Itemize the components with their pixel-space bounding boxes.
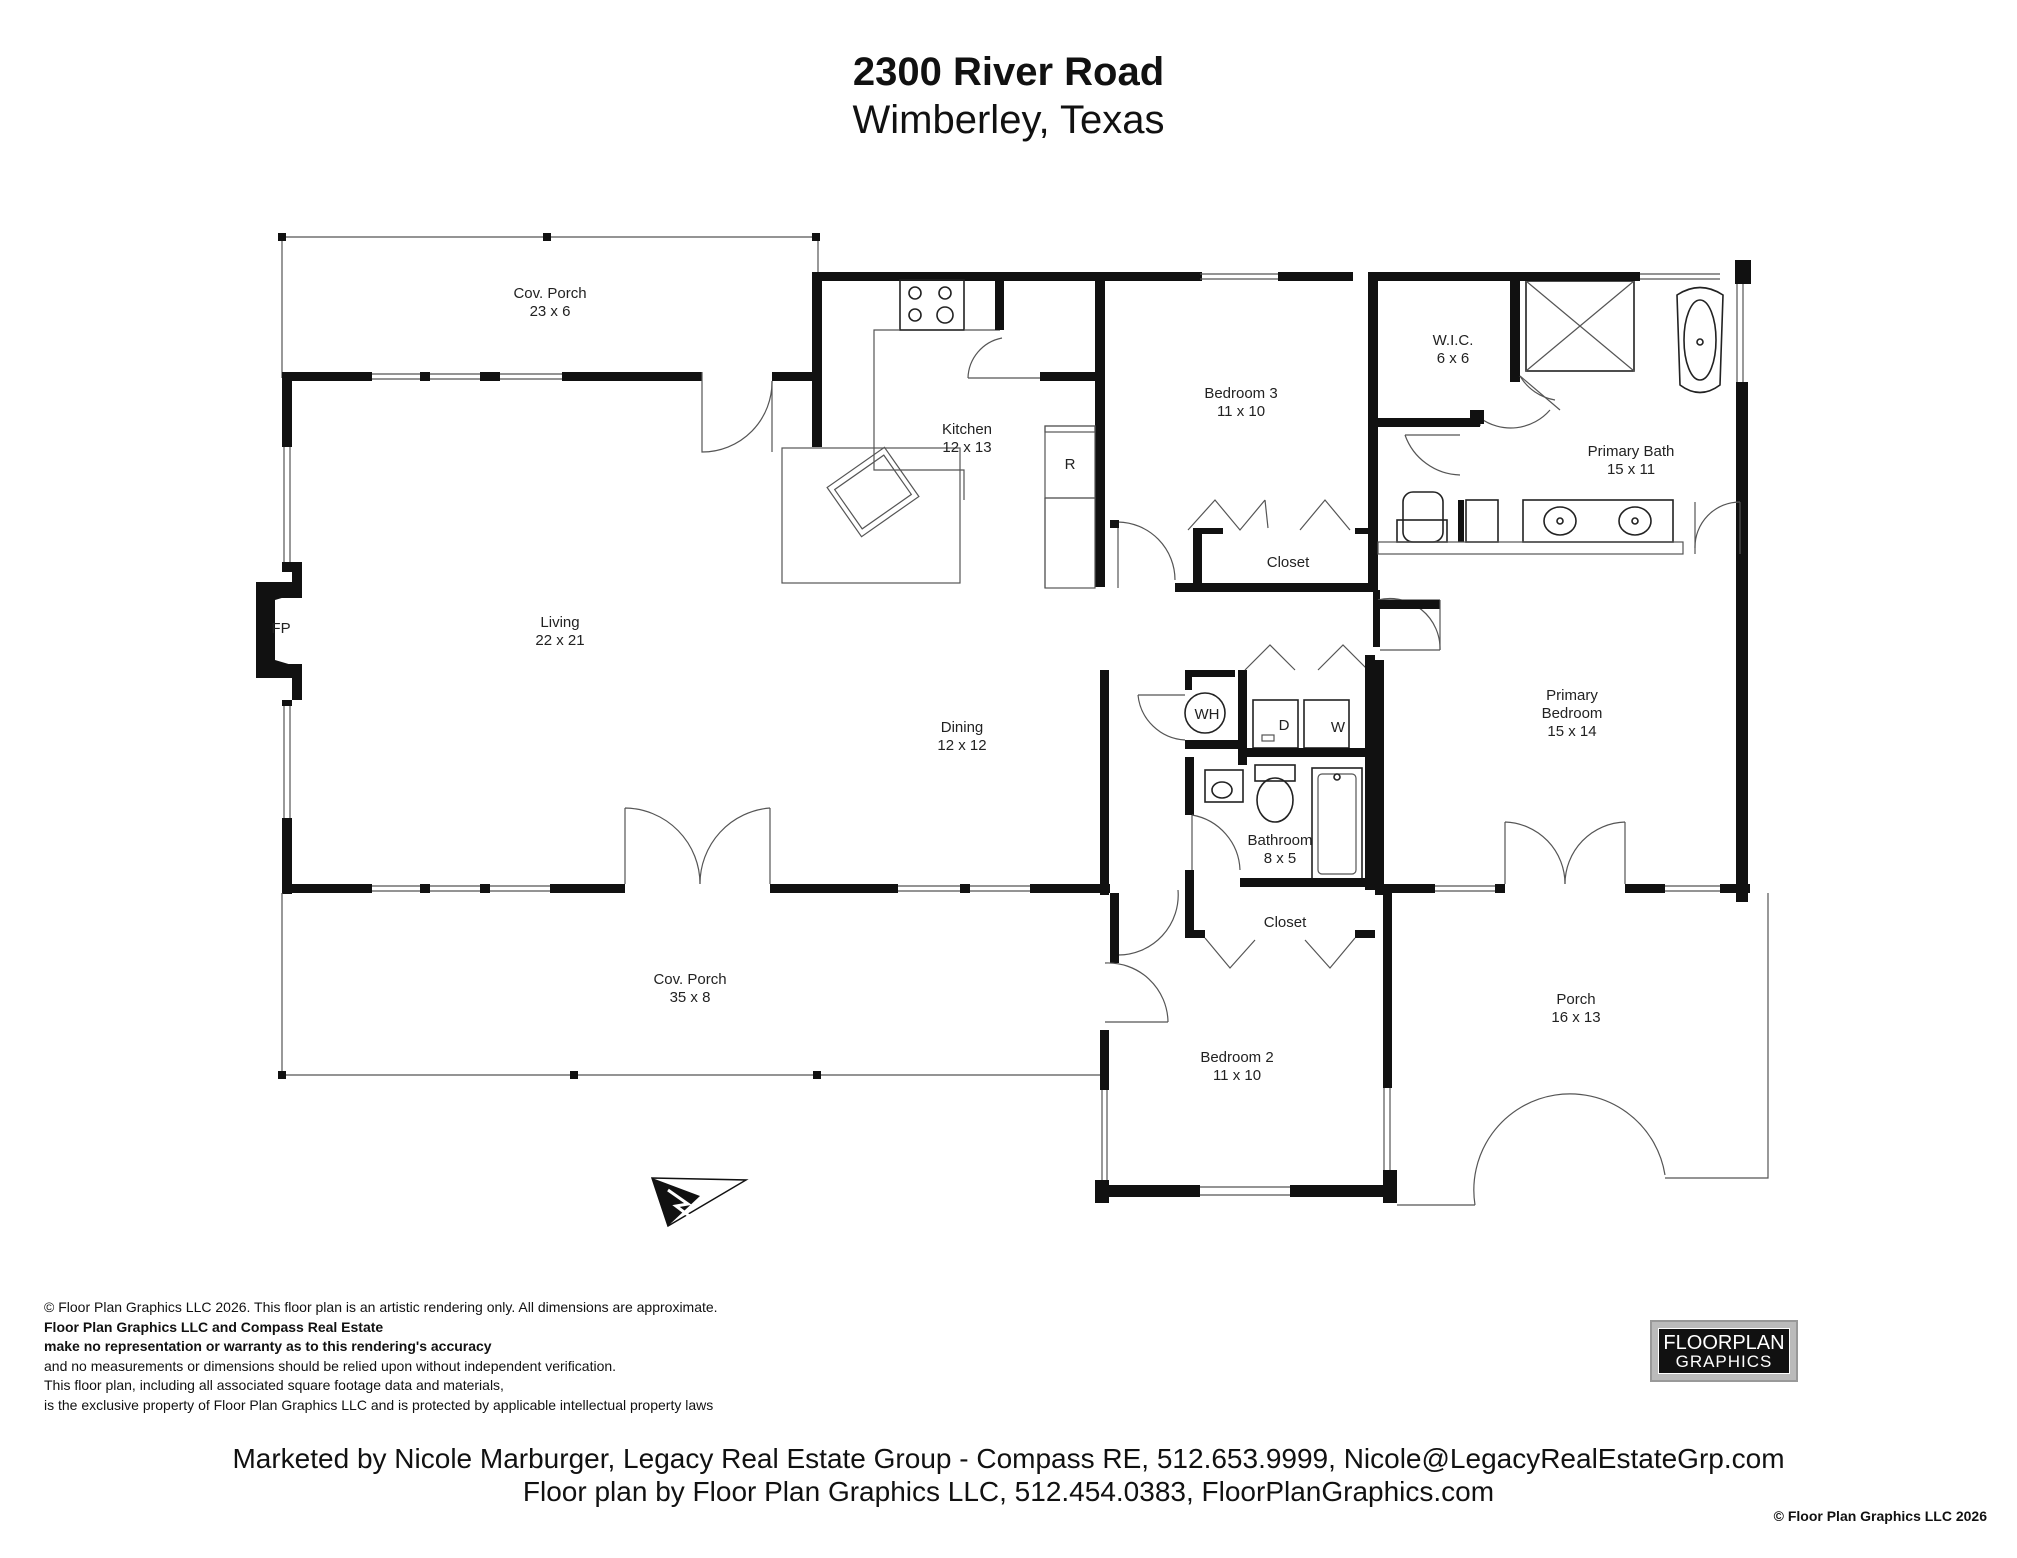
compass-north-arrow-icon [650,1177,749,1228]
fireplace-label: FP [271,620,290,637]
room-label: Cov. Porch [653,971,726,988]
room-size: 6 x 6 [1437,350,1470,367]
bedroom-3 [1100,272,1378,592]
room-label: Bedroom 2 [1200,1049,1273,1066]
refrigerator-label: R [1065,456,1076,473]
copyright: © Floor Plan Graphics LLC 2026 [1773,1508,1987,1524]
disclaimer-line: This floor plan, including all associate… [44,1377,504,1394]
room-label: Living [540,614,579,631]
room-size: 8 x 5 [1264,850,1297,867]
floorplan-graphics-logo: FLOORPLAN GRAPHICS [1650,1320,1798,1382]
room-label: Cov. Porch [513,285,586,302]
room-label: Kitchen [942,421,992,438]
primary-bedroom [1375,599,1750,895]
room-label: Dining [941,719,984,736]
room-size: 15 x 11 [1607,461,1655,478]
room-label: Bathroom [1247,832,1312,849]
room-label: W.I.C. [1433,332,1474,349]
room-size: 12 x 12 [937,737,986,754]
disclaimer-line: is the exclusive property of Floor Plan … [44,1396,714,1413]
dryer-label: D [1279,717,1290,734]
bedroom-2 [1095,893,1397,1203]
water-heater-label: WH [1195,706,1220,723]
room-size: 12 x 13 [942,439,991,456]
living-walls [256,272,1110,894]
disclaimer-line: © Floor Plan Graphics LLC 2026. This flo… [44,1299,718,1315]
room-label: Primary [1546,687,1598,704]
room-size: 15 x 14 [1547,723,1596,740]
room-size: 11 x 10 [1213,1067,1261,1084]
closet-label: Closet [1264,914,1307,931]
disclaimer-line: make no representation or warranty as to… [44,1338,492,1355]
city-subtitle: Wimberley, Texas [852,98,1165,142]
room-size: 35 x 8 [670,989,711,1006]
marketed-by: Marketed by Nicole Marburger, Legacy Rea… [232,1443,1785,1474]
disclaimer-line: and no measurements or dimensions should… [44,1357,617,1374]
room-size: 11 x 10 [1217,403,1265,420]
central-hall [1100,590,1441,969]
lower-cov-porch [278,893,1100,1079]
logo-line1: FLOORPLAN [1663,1332,1785,1354]
room-size: 23 x 6 [530,303,571,320]
room-label: Bedroom [1542,705,1603,722]
kitchen [781,272,1202,589]
room-label: Primary Bath [1588,443,1675,460]
room-label: Bedroom 3 [1204,385,1277,402]
address-title: 2300 River Road [852,50,1165,94]
room-label: Porch [1556,991,1595,1008]
floor-plan-by: Floor plan by Floor Plan Graphics LLC, 5… [522,1476,1495,1507]
room-size: 22 x 21 [535,632,584,649]
room-labels: Cov. Porch 23 x 6 Kitchen 12 x 13 Bedroo… [271,285,1674,1084]
disclaimer: © Floor Plan Graphics LLC 2026. This flo… [44,1298,718,1416]
room-size: 16 x 13 [1551,1009,1600,1026]
logo-line2: GRAPHICS [1675,1352,1773,1371]
washer-label: W [1331,719,1346,736]
primary-suite-top [1375,260,1751,902]
closet-label: Closet [1267,554,1310,571]
disclaimer-line: Floor Plan Graphics LLC and Compass Real… [44,1318,384,1335]
porch [1397,893,1769,1206]
